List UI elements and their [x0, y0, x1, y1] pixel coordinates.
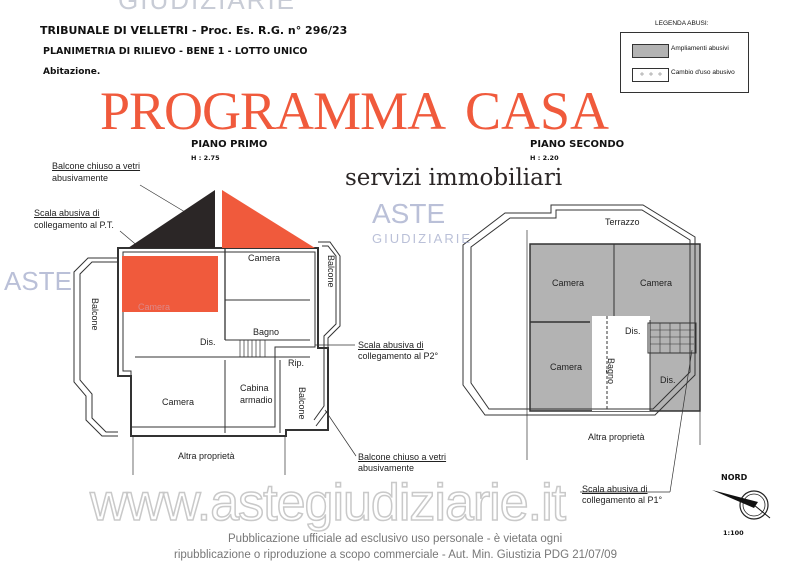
brand-tagline: servizi immobiliari: [345, 165, 563, 191]
annot-balcone-chiuso-2: Balcone chiuso a vetri: [358, 452, 447, 462]
room-camera-sud: Camera: [162, 397, 195, 407]
p2-stair: [647, 322, 697, 354]
room-dis: Dis.: [200, 337, 216, 347]
brand-logo-programma: PROGRAMMA: [100, 81, 446, 141]
document-title: TRIBUNALE DI VELLETRI - Proc. Es. R.G. n…: [40, 24, 348, 37]
annot-scala-p1-b: collegamento al P1°: [582, 495, 663, 505]
room-rip: Rip.: [288, 358, 305, 368]
room-camera-3: Camera: [550, 362, 583, 372]
room-balcone-ovest: Balcone: [90, 298, 100, 331]
piano-secondo-height: H : 2.20: [530, 154, 559, 162]
legend-swatch-cross-pattern: [640, 72, 662, 76]
p2-altra-proprieta: Altra proprietà: [588, 432, 645, 442]
legend-title: LEGENDA ABUSI:: [655, 20, 709, 27]
piano-primo-height: H : 2.75: [191, 154, 220, 162]
room-cabina: Cabina: [240, 383, 269, 393]
north-arrow-icon: [712, 490, 771, 520]
legend-swatch-ampliamenti: [632, 44, 669, 58]
room-camera-2: Camera: [640, 278, 673, 288]
annot-balcone-chiuso-1: Balcone chiuso a vetri: [52, 161, 141, 171]
watermark-aste-logo-2-sub: GIUDIZIARIE: [372, 231, 473, 246]
room-bagno: Bagno: [606, 358, 616, 385]
legend-label-ampliamenti: Ampliamenti abusivi: [671, 45, 729, 52]
room-balcone-nord-est: Balcone: [326, 255, 336, 288]
p1-left-balcony: [73, 257, 118, 437]
footer-line-2: ripubblicazione o riproduzione a scopo c…: [174, 549, 617, 561]
annot-scala-p2: Scala abusiva di: [358, 340, 424, 350]
brand-word-casa: CASA: [465, 81, 610, 141]
brand-block-orange: [122, 256, 218, 312]
watermark-aste-logo-2: ASTE: [372, 198, 446, 229]
brand-roof-orange: [222, 190, 315, 248]
annot-scala-pt-b: collegamento al P.T.: [34, 220, 114, 230]
brand-roof-dark: [128, 190, 215, 248]
p1-outer-walls: [117, 247, 329, 437]
room-balcone-sud-est: Balcone: [297, 387, 307, 420]
room-armadio: armadio: [240, 395, 273, 405]
p2-terrace-outline: [462, 204, 696, 416]
room-terrazzo: Terrazzo: [605, 217, 640, 227]
annot-scala-p2-b: collegamento al P2°: [358, 351, 439, 361]
watermark-aste-logo-1: ASTE: [4, 266, 72, 296]
room-camera-nord: Camera: [248, 253, 281, 263]
p1-altra-proprieta: Altra proprietà: [178, 451, 235, 461]
room-camera-ovest: Camera: [138, 302, 171, 312]
watermark-website: www.astegiudiziarie.it: [89, 474, 567, 532]
room-camera-1: Camera: [552, 278, 585, 288]
north-label: NORD: [721, 473, 748, 482]
legend-label-cambio-uso: Cambio d'uso abusivo: [671, 69, 735, 76]
annot-balcone-chiuso-2b: abusivamente: [358, 463, 415, 473]
p1-right-balcony: [315, 241, 341, 427]
room-dis-1: Dis.: [625, 326, 641, 336]
brand-word-programma: PROGRAMMA: [100, 81, 446, 141]
room-bagno: Bagno: [253, 327, 280, 337]
scale-label: 1:100: [723, 529, 744, 537]
legend-box: [620, 32, 749, 93]
watermark-top: GIUDIZIARIE: [118, 0, 297, 15]
brand-logo-casa: CASA: [465, 84, 609, 138]
annot-scala-pt: Scala abusiva di: [34, 208, 100, 218]
annot-scala-p1: Scala abusiva di: [582, 484, 648, 494]
legend-swatch-cambio-uso: [632, 68, 669, 82]
piano-primo-title: PIANO PRIMO: [191, 139, 268, 150]
p2-bagno-cambio-uso: [592, 316, 650, 411]
piano-secondo-title: PIANO SECONDO: [530, 139, 625, 150]
annot-balcone-chiuso-1b: abusivamente: [52, 173, 109, 183]
footer-line-1: Pubblicazione ufficiale ad esclusivo uso…: [228, 533, 563, 545]
document-subtitle: PLANIMETRIA DI RILIEVO - BENE 1 - LOTTO …: [43, 46, 308, 57]
property-type: Abitazione.: [43, 67, 101, 77]
room-dis-2: Dis.: [660, 375, 676, 385]
